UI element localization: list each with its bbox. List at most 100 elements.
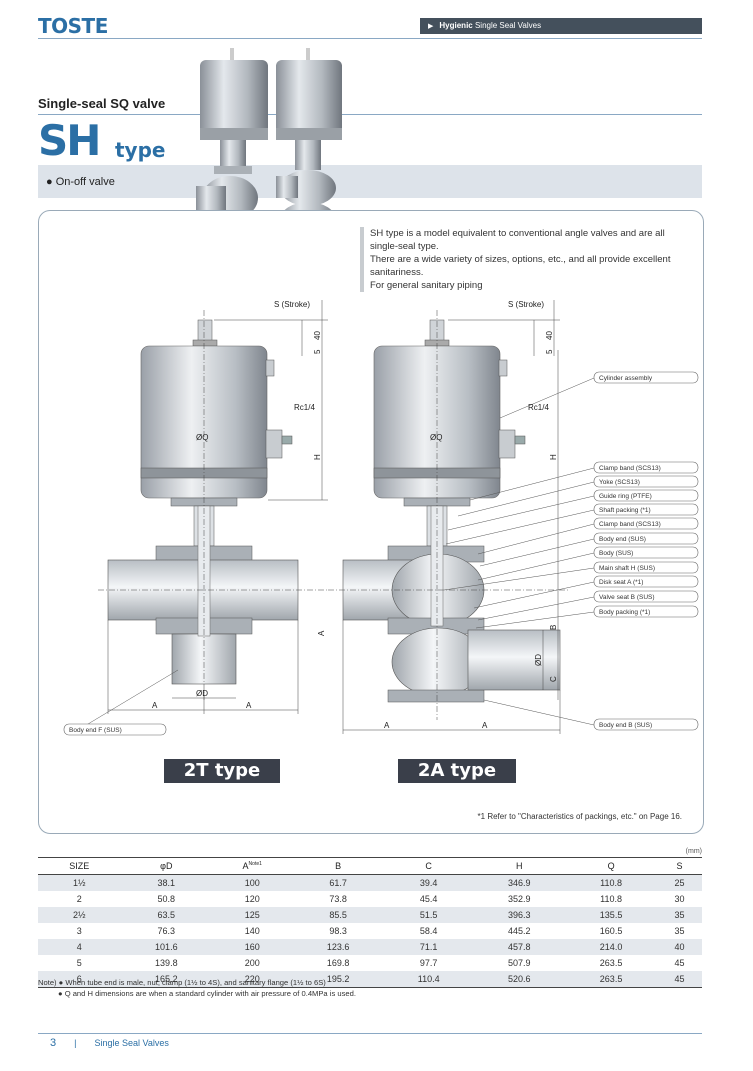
table-cell: 35 — [674, 926, 685, 936]
page-number: 3 — [50, 1037, 57, 1049]
table-cell: 507.9 — [507, 958, 531, 968]
callout-list: Cylinder assembly Clamp band (SCS13) Yok… — [593, 371, 699, 731]
table-cell: 135.5 — [565, 907, 657, 923]
header-rule — [38, 38, 702, 39]
callout-item: Clamp band (SCS13) — [599, 465, 661, 472]
subtitle-rule — [38, 114, 702, 115]
table-cell: 45 — [674, 958, 685, 968]
table-cell: 61.7 — [292, 874, 385, 891]
table-cell: 220 — [212, 971, 293, 988]
dim-a-right-2: A — [482, 721, 488, 730]
valve-2t-drawing — [98, 310, 328, 700]
callout-item: Valve seat B (SUS) — [599, 594, 655, 601]
table-cell: 160.5 — [599, 926, 623, 936]
table-cell: 263.5 — [599, 958, 623, 968]
col-s: S — [656, 857, 702, 875]
dia-q-left: ØQ — [196, 433, 208, 442]
table-cell: 2½ — [38, 907, 121, 923]
table-cell: 35 — [656, 907, 702, 923]
table-cell: 100 — [212, 874, 293, 891]
product-title-suffix: type — [115, 138, 166, 162]
note-line: Note) ● When tube end is male, nut, clam… — [38, 978, 326, 987]
col-a: ANote1 — [212, 857, 293, 875]
table-cell: 160 — [212, 939, 293, 955]
description-line: SH type is a model equivalent to convent… — [370, 228, 665, 252]
function-label: ● On-off valve — [46, 176, 115, 188]
col-b: B — [292, 857, 385, 875]
table-notes: Note) ● When tube end is male, nut, clam… — [38, 977, 356, 999]
table-cell: 520.6 — [473, 971, 566, 988]
packing-footnote: *1 Refer to "Characteristics of packings… — [477, 812, 682, 821]
table-cell: 97.7 — [419, 958, 438, 968]
dia-d-left: ØD — [196, 689, 208, 698]
table-cell: 98.3 — [329, 926, 347, 936]
callout-item: Body (SUS) — [599, 550, 633, 557]
table-cell: 38.1 — [120, 874, 213, 891]
table-cell: 6 — [38, 971, 121, 988]
table-cell: 110.8 — [600, 894, 622, 904]
callout-item: Body end B (SUS) — [599, 722, 652, 729]
footer-rule — [38, 1033, 702, 1034]
function-band — [38, 165, 702, 198]
table-cell: 110.4 — [384, 971, 474, 988]
callout-leaders — [77, 377, 595, 731]
callout-item: Body packing (*1) — [599, 609, 650, 616]
dim-a-vertical: A — [317, 630, 326, 636]
table-cell: 39.4 — [384, 874, 474, 891]
table-cell: 45.4 — [419, 894, 438, 904]
callout-item: Cylinder assembly — [599, 375, 653, 382]
dia-d-right: ØD — [534, 654, 543, 666]
table-cell: 63.5 — [120, 907, 213, 923]
col-c: C — [384, 857, 474, 875]
valve-2a-drawing — [328, 310, 568, 720]
col-h: H — [473, 857, 566, 875]
callout-item: Body end (SUS) — [599, 536, 646, 543]
brand-logo: TOSTE — [38, 14, 108, 38]
col-d: φD — [120, 857, 213, 875]
section-bold: Hygienic — [439, 21, 473, 30]
product-description: SH type is a model equivalent to convent… — [360, 227, 686, 292]
table-unit: (mm) — [685, 848, 702, 855]
dim-h-left: H — [313, 454, 322, 460]
table-cell: 120 — [244, 894, 260, 904]
table-cell: 195.2 — [292, 971, 385, 988]
dimension-lines — [107, 300, 561, 734]
callout-item: Yoke (SCS13) — [599, 479, 640, 486]
table-cell: 85.5 — [292, 907, 385, 923]
type-badge-2t: 2T type — [164, 759, 280, 783]
port-label-left: Rc1/4 — [294, 403, 315, 412]
dia-q-right: ØQ — [430, 433, 442, 442]
table-cell: 1½ — [38, 874, 121, 891]
description-line: For general sanitary piping — [370, 280, 483, 291]
col-q: Q — [565, 857, 657, 875]
dim-b: B — [549, 625, 558, 630]
section-header-bar: ▶Hygienic Single Seal Valves — [420, 18, 702, 34]
table-header-row: SIZE φD ANote1 B C H Q S — [38, 857, 702, 875]
callout-item: Shaft packing (*1) — [599, 507, 651, 514]
table-cell: 169.8 — [326, 958, 350, 968]
description-line: There are a wide variety of sizes, optio… — [370, 254, 671, 278]
product-subtitle: Single-seal SQ valve — [38, 96, 166, 111]
table-cell: 5 — [76, 958, 82, 968]
table-cell: 140 — [244, 926, 260, 936]
table-cell: 445.2 — [507, 926, 531, 936]
note-line: ● Q and H dimensions are when a standard… — [58, 989, 356, 998]
table-cell: 4 — [38, 939, 121, 955]
table-cell: 352.9 — [507, 894, 531, 904]
table-cell: 200 — [244, 958, 260, 968]
table-cell: 45 — [656, 971, 702, 988]
table-cell: 30 — [674, 894, 685, 904]
col-size: SIZE — [38, 857, 121, 875]
table-cell: 457.8 — [473, 939, 566, 955]
table-cell: 58.4 — [419, 926, 438, 936]
table-cell: 396.3 — [473, 907, 566, 923]
dim-5-left: 5 — [313, 349, 322, 354]
footer-label: Single Seal Valves — [94, 1038, 169, 1048]
table-cell: 214.0 — [565, 939, 657, 955]
table-cell: 50.8 — [157, 894, 176, 904]
table-cell: 110.8 — [565, 874, 657, 891]
product-title: SH — [38, 116, 101, 165]
